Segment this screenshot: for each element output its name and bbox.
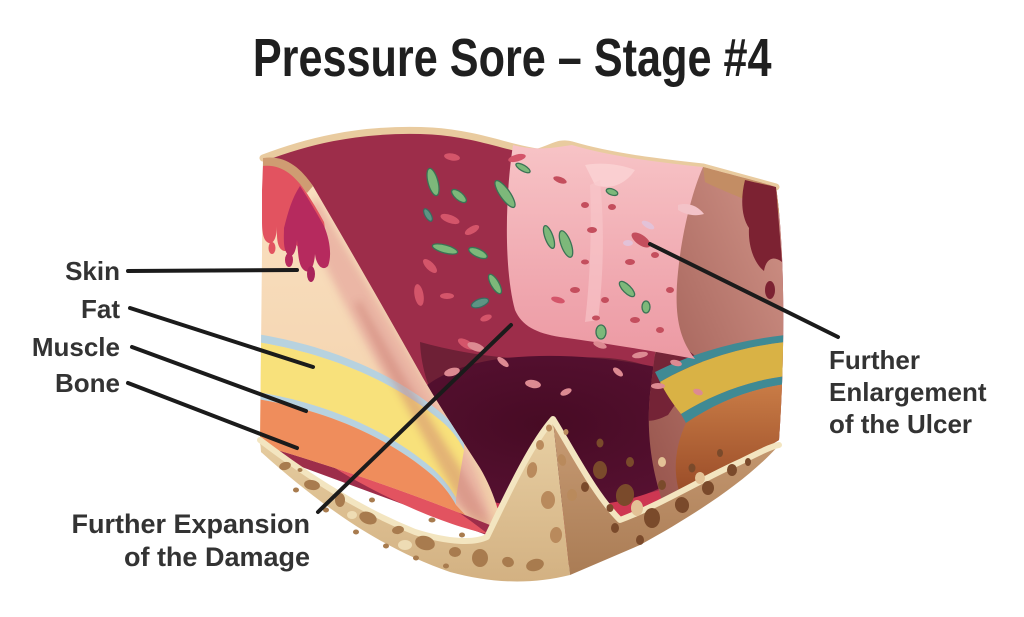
- bone-face-left: [260, 419, 570, 582]
- annotation-expansion-line2: of the Damage: [123, 542, 310, 572]
- skin-drip-edge: [262, 157, 331, 282]
- leader-skin: [126, 268, 299, 273]
- periosteum-line: [257, 416, 782, 545]
- leader-muscle: [130, 345, 308, 413]
- leader-fat: [128, 306, 315, 369]
- bone-face-right: [553, 419, 779, 575]
- annotation-further-enlargement: Further Enlargement of the Ulcer: [829, 344, 987, 440]
- spots-lavender: [623, 220, 655, 246]
- spots-pink-wall: [553, 176, 674, 333]
- page-title: Pressure Sore – Stage #4: [0, 27, 1024, 89]
- bacteria-teal: [423, 208, 490, 309]
- leader-enlargement: [648, 242, 840, 339]
- annotation-enlargement-line1: Further: [829, 345, 920, 375]
- annotation-enlargement-line2: Enlargement: [829, 377, 987, 407]
- bone-pore-highlights-right: [631, 457, 705, 516]
- label-muscle: Muscle: [31, 332, 120, 362]
- bone-pores-right: [581, 438, 751, 545]
- bone-pores-hump: [526, 424, 577, 543]
- page-title-text: Pressure Sore – Stage #4: [252, 28, 772, 88]
- label-skin: Skin: [65, 256, 120, 286]
- annotation-further-expansion: Further Expansion of the Damage: [58, 508, 310, 574]
- bacteria-green: [426, 162, 651, 340]
- label-fat: Fat: [81, 294, 120, 324]
- leader-expansion: [316, 323, 513, 514]
- leader-lines: [126, 242, 840, 514]
- annotation-expansion-line1: Further Expansion: [71, 509, 310, 539]
- leader-bone: [126, 381, 299, 450]
- bone-pores-left: [279, 461, 544, 572]
- debris-salmon: [444, 341, 703, 396]
- bone-block: [257, 416, 782, 582]
- bone-pore-highlights-left: [347, 511, 412, 550]
- label-bone: Bone: [55, 368, 120, 398]
- annotation-enlargement-line3: of the Ulcer: [829, 409, 973, 439]
- debris-red-dark: [414, 153, 565, 350]
- inflamed-ulcer-wall: [506, 145, 704, 359]
